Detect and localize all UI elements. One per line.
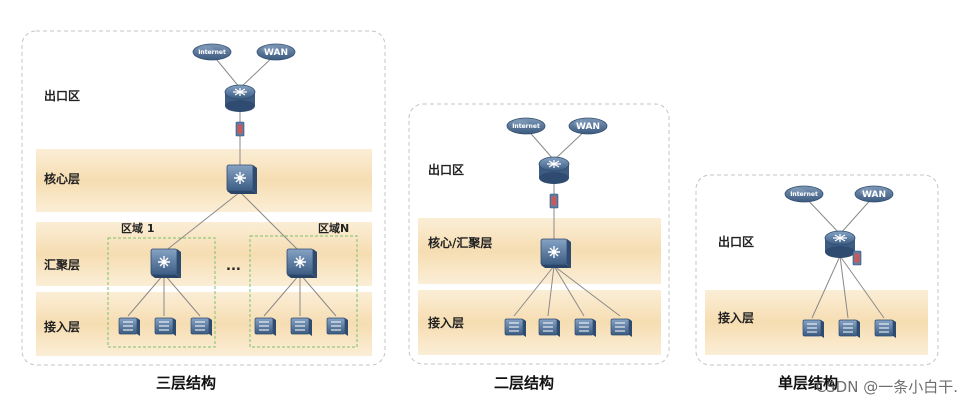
access-layer-label: 接入层	[44, 319, 80, 334]
two-layer-title: 二层结构	[494, 374, 554, 392]
firewall-icon	[549, 193, 559, 209]
area-1-box	[107, 237, 216, 348]
watermark-text: CSDN @一条小白干.	[816, 378, 958, 396]
egress-router-icon	[538, 156, 570, 185]
aggregation-switch-area1-icon	[150, 248, 182, 279]
three-layer-panel: Internet WAN 出口区 核心层 汇聚层 接入层 区域 1 区域N ..…	[21, 30, 386, 392]
internet-cloud: Internet	[192, 43, 232, 61]
core-layer-label: 核心层	[44, 171, 80, 186]
access-switch-icon	[874, 319, 897, 339]
internet-label: Internet	[198, 49, 226, 56]
egress-router-icon	[824, 230, 856, 259]
access-switch-icon	[254, 317, 277, 337]
core-switch-icon	[226, 164, 258, 195]
wan-label: WAN	[862, 190, 886, 200]
access-switch-icon	[574, 318, 597, 338]
two-layer-panel: Internet WAN 出口区 核心/汇聚层 接入层 二层结构	[408, 103, 670, 392]
access-switch-icon	[610, 318, 633, 338]
access-switch-icon	[118, 317, 141, 337]
aggregation-layer-label: 汇聚层	[44, 258, 80, 272]
wan-cloud: WAN	[256, 43, 296, 61]
access-layer-label: 接入层	[718, 310, 754, 325]
core-layer-band	[36, 149, 372, 212]
aggregation-switch-arean-icon	[286, 248, 318, 279]
core-aggregation-switch-icon	[540, 238, 572, 269]
firewall-icon	[235, 121, 245, 137]
internet-cloud: Internet	[784, 185, 824, 203]
egress-zone-label: 出口区	[718, 234, 754, 249]
wan-cloud: WAN	[854, 185, 894, 203]
access-switch-icon	[538, 318, 561, 338]
single-layer-title: 单层结构	[778, 374, 838, 392]
core-aggregation-layer-band	[418, 218, 661, 284]
ellipsis-label: ...	[226, 259, 241, 274]
area-n-label: 区域N	[318, 221, 349, 235]
three-layer-title: 三层结构	[156, 374, 216, 392]
access-switch-icon	[838, 319, 861, 339]
area-n-box	[249, 235, 358, 348]
core-aggregation-layer-label: 核心/汇聚层	[428, 235, 492, 250]
internet-label: Internet	[512, 123, 540, 130]
egress-zone-label: 出口区	[44, 88, 80, 103]
internet-cloud: Internet	[506, 117, 546, 135]
firewall-icon	[852, 250, 862, 266]
access-switch-icon	[290, 317, 313, 337]
access-switch-icon	[190, 317, 213, 337]
internet-label: Internet	[790, 191, 818, 198]
access-switch-icon	[504, 318, 527, 338]
egress-router-icon	[224, 84, 256, 113]
wan-label: WAN	[576, 122, 600, 132]
wan-cloud: WAN	[568, 117, 608, 135]
access-switch-icon	[802, 319, 825, 339]
egress-zone-label: 出口区	[428, 162, 464, 177]
access-switch-icon	[154, 317, 177, 337]
area-1-label: 区域 1	[121, 221, 154, 235]
single-layer-panel: Internet WAN 出口区 接入层 单层结构	[695, 174, 939, 392]
wan-label: WAN	[264, 48, 288, 58]
access-switch-icon	[326, 317, 349, 337]
access-layer-label: 接入层	[428, 315, 464, 330]
